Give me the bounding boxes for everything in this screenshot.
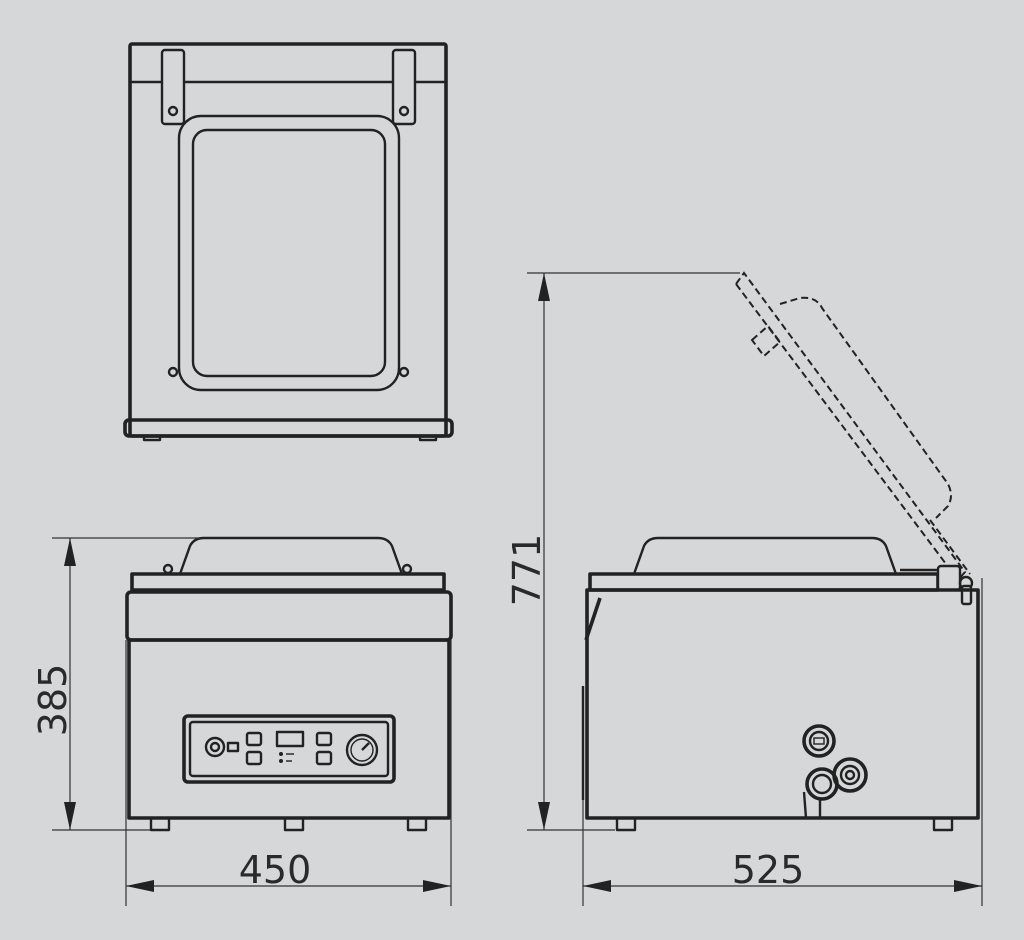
front-body: [127, 638, 451, 820]
panel-button-4: [315, 750, 333, 766]
pump-port-core: [844, 769, 856, 781]
arrowhead-right: [954, 880, 982, 892]
power-socket-icon: [802, 724, 836, 758]
panel-button-1: [245, 731, 263, 747]
control-panel-inner: [188, 720, 390, 778]
open-lid-handle: [750, 324, 782, 358]
dimension-side-depth: 525: [582, 578, 983, 906]
dimension-label-771: 771: [505, 534, 549, 607]
panel-button-2: [245, 750, 263, 766]
side-body: [585, 588, 980, 820]
arrowhead-left: [583, 880, 611, 892]
power-socket-inner: [808, 730, 830, 752]
lid-window-inner: [191, 128, 387, 378]
dimension-label-385: 385: [31, 664, 75, 737]
arrowhead-left: [126, 880, 154, 892]
panel-display: [275, 730, 305, 748]
open-lid-plate: [734, 271, 967, 582]
vacuum-gauge-dial: [350, 738, 374, 762]
open-lid-dome: [779, 296, 952, 519]
open-lid-edge: [929, 519, 971, 575]
top-view-foot-right: [418, 434, 438, 442]
front-lid-dome: [178, 536, 404, 576]
pump-port-icon: [832, 757, 868, 793]
top-view: [123, 42, 454, 442]
lid-screw-left: [167, 366, 179, 378]
vacuum-gauge-needle: [361, 742, 370, 751]
vacuum-gauge-icon: [345, 733, 379, 767]
panel-led-1: [279, 752, 283, 756]
panel-button-3: [315, 731, 333, 747]
front-foot-right: [406, 816, 428, 832]
top-view-foot-left: [142, 434, 162, 442]
front-foot-center: [283, 816, 305, 832]
dimension-side-height: 771: [505, 272, 740, 831]
front-lid-knob-right: [401, 563, 413, 575]
dimension-label-525: 525: [732, 848, 805, 892]
front-top-plate: [130, 572, 446, 592]
control-panel: [182, 714, 396, 784]
front-foot-left: [149, 816, 171, 832]
top-view-hinge-right: [391, 48, 417, 126]
pump-port-ring: [839, 764, 861, 786]
top-view-hinge-left: [160, 48, 186, 126]
dimension-front-width: 450: [125, 640, 452, 906]
power-socket-pins: [813, 737, 825, 745]
lid-window-outer: [177, 114, 401, 392]
side-top-plate: [588, 572, 940, 592]
side-foot-front: [615, 816, 637, 832]
fuse-holder-inner: [811, 773, 833, 795]
side-lid-dome: [632, 536, 898, 576]
hinge-screw-right: [398, 105, 410, 117]
arrowhead-right: [423, 880, 451, 892]
panel-led-2: [279, 759, 283, 763]
front-upper-band: [125, 590, 453, 642]
dimension-front-height: 385: [31, 537, 200, 831]
front-view: [125, 536, 453, 832]
hinge-block: [936, 564, 962, 592]
lid-screw-right: [398, 366, 410, 378]
top-view-front-lip: [123, 418, 454, 438]
side-hinge: [936, 564, 974, 606]
arrowhead-up: [64, 538, 76, 566]
front-lid-knob-left: [162, 563, 174, 575]
connector-bracket: [802, 791, 822, 820]
arrowhead-up: [538, 273, 550, 301]
side-foot-rear: [932, 816, 954, 832]
power-switch-core: [209, 741, 221, 753]
dimension-label-450: 450: [239, 848, 312, 892]
hinge-screw-left: [167, 105, 179, 117]
arrowhead-down: [64, 802, 76, 830]
power-switch-icon: [204, 736, 226, 758]
indicator-icon: [226, 741, 240, 753]
arrowhead-down: [538, 802, 550, 830]
control-panel-outer: [182, 714, 396, 784]
side-view: [581, 271, 980, 832]
